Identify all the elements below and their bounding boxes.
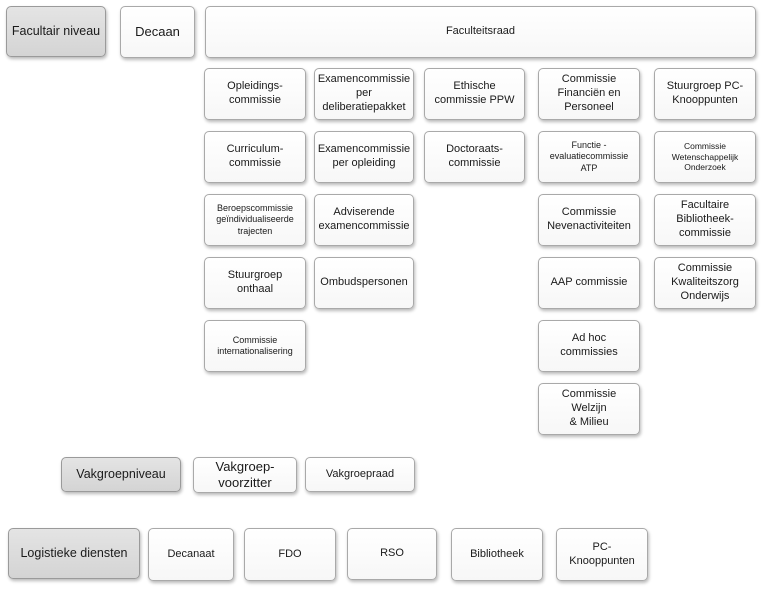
service-box: PC- Knooppunten bbox=[556, 528, 648, 581]
committee-box: Facultaire Bibliotheek- commissie bbox=[654, 194, 756, 246]
committee-box: Ombudspersonen bbox=[314, 257, 414, 309]
committee-box: Ad hoc commissies bbox=[538, 320, 640, 372]
level-label-logistics: Logistieke diensten bbox=[8, 528, 140, 579]
service-box: FDO bbox=[244, 528, 336, 581]
department-box: Vakgroepraad bbox=[305, 457, 415, 492]
committee-box: Examencommissie per deliberatiepakket bbox=[314, 68, 414, 120]
department-box: Vakgroep- voorzitter bbox=[193, 457, 297, 493]
service-box: Bibliotheek bbox=[451, 528, 543, 581]
service-box: Decanaat bbox=[148, 528, 234, 581]
committee-box: Curriculum- commissie bbox=[204, 131, 306, 183]
faculty-council-box: Faculteitsraad bbox=[205, 6, 756, 58]
level-label-faculty: Facultair niveau bbox=[6, 6, 106, 57]
committee-box: Commissie internationalisering bbox=[204, 320, 306, 372]
committee-box: Examencommissie per opleiding bbox=[314, 131, 414, 183]
committee-box: Commissie Nevenactiviteiten bbox=[538, 194, 640, 246]
committee-box: Commissie Financiën en Personeel bbox=[538, 68, 640, 120]
committee-box: Stuurgroep onthaal bbox=[204, 257, 306, 309]
committee-box: Beroepscommissie geïndividualiseerde tra… bbox=[204, 194, 306, 246]
committee-box: Commissie Kwaliteitszorg Onderwijs bbox=[654, 257, 756, 309]
committee-box: Doctoraats- commissie bbox=[424, 131, 525, 183]
committee-box: AAP commissie bbox=[538, 257, 640, 309]
committee-box: Functie - evaluatiecommissie ATP bbox=[538, 131, 640, 183]
service-box: RSO bbox=[347, 528, 437, 580]
committee-box: Commissie Welzijn & Milieu bbox=[538, 383, 640, 435]
dean-box: Decaan bbox=[120, 6, 195, 58]
committee-box: Adviserende examencommissie bbox=[314, 194, 414, 246]
level-label-department: Vakgroepniveau bbox=[61, 457, 181, 492]
committee-box: Ethische commissie PPW bbox=[424, 68, 525, 120]
committee-box: Opleidings- commissie bbox=[204, 68, 306, 120]
committee-box: Stuurgroep PC- Knooppunten bbox=[654, 68, 756, 120]
committee-box: Commissie Wetenschappelijk Onderzoek bbox=[654, 131, 756, 183]
